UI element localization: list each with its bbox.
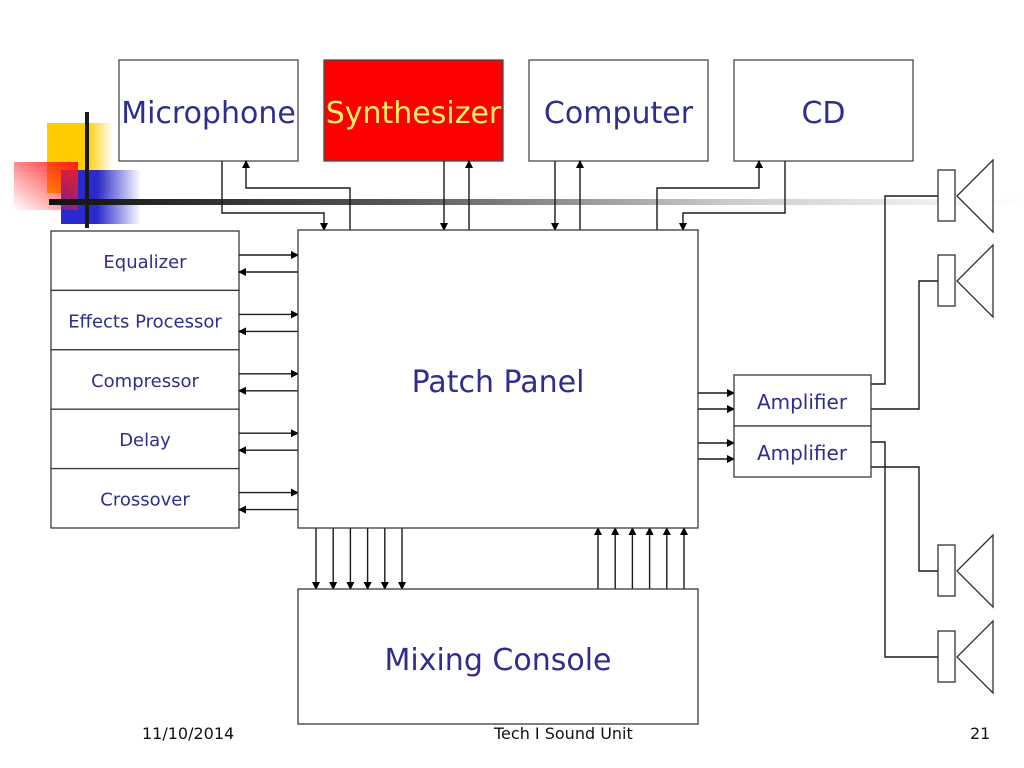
processor-box bbox=[50, 408, 240, 470]
cd-out-wire bbox=[679, 161, 786, 231]
speaker-icon bbox=[937, 533, 994, 609]
processor-effects-processor: Effects Processor bbox=[50, 289, 240, 351]
amplifier-box bbox=[733, 425, 872, 478]
processor-label: Compressor bbox=[91, 371, 199, 392]
processor-crossover: Crossover bbox=[50, 467, 240, 529]
processor-box bbox=[50, 289, 240, 351]
source-label: CD bbox=[801, 96, 845, 131]
source-label: Microphone bbox=[121, 96, 296, 131]
processor-label: Crossover bbox=[100, 490, 190, 511]
source-synthesizer: Synthesizer bbox=[323, 59, 504, 162]
source-label: Computer bbox=[544, 96, 694, 131]
patch-panel-box bbox=[297, 229, 699, 529]
amplifier-1: Amplifier bbox=[733, 374, 872, 427]
patch-panel-label: Patch Panel bbox=[412, 365, 585, 400]
mixing-console-box bbox=[297, 588, 699, 725]
decorative-squares-logo bbox=[14, 112, 1024, 228]
amplifier-2: Amplifier bbox=[733, 425, 872, 478]
patch-panel: Patch Panel bbox=[297, 229, 699, 529]
mixing-console-label: Mixing Console bbox=[385, 643, 612, 678]
footer-title: Tech I Sound Unit bbox=[494, 724, 633, 743]
microphone-in-wire bbox=[242, 160, 351, 230]
speaker-icon bbox=[937, 619, 994, 695]
processor-box bbox=[50, 230, 240, 292]
speaker-wire bbox=[871, 466, 938, 572]
source-cd: CD bbox=[733, 59, 914, 162]
amplifier-label: Amplifier bbox=[757, 441, 848, 465]
source-microphone: Microphone bbox=[118, 59, 299, 162]
speaker-wire bbox=[871, 195, 938, 385]
processor-label: Equalizer bbox=[103, 252, 187, 273]
mixing-console: Mixing Console bbox=[297, 588, 699, 725]
source-box bbox=[323, 59, 504, 162]
signal-wires bbox=[221, 160, 938, 658]
source-label: Synthesizer bbox=[326, 96, 502, 131]
amplifier-box bbox=[733, 374, 872, 427]
microphone-out-wire bbox=[221, 161, 328, 231]
speaker-wire bbox=[871, 441, 938, 658]
footer-page-number: 21 bbox=[970, 724, 991, 743]
source-box bbox=[528, 59, 709, 162]
source-box bbox=[118, 59, 299, 162]
processor-box bbox=[50, 467, 240, 529]
processor-equalizer: Equalizer bbox=[50, 230, 240, 292]
speaker-icon bbox=[937, 243, 994, 319]
speaker-wire bbox=[871, 280, 938, 410]
title-divider-bar bbox=[49, 199, 1024, 205]
processor-box bbox=[50, 349, 240, 410]
processor-delay: Delay bbox=[50, 408, 240, 470]
vertical-bar bbox=[85, 112, 89, 228]
cd-in-wire bbox=[656, 160, 763, 230]
footer-date: 11/10/2014 bbox=[142, 724, 235, 743]
amplifier-label: Amplifier bbox=[757, 390, 848, 414]
source-computer: Computer bbox=[528, 59, 709, 162]
processor-label: Delay bbox=[119, 430, 171, 451]
speakers bbox=[937, 158, 994, 695]
processor-label: Effects Processor bbox=[68, 311, 222, 332]
speaker-icon bbox=[937, 158, 994, 234]
source-boxes: Microphone Synthesizer Computer CD bbox=[118, 59, 914, 162]
processor-compressor: Compressor bbox=[50, 349, 240, 410]
source-box bbox=[733, 59, 914, 162]
